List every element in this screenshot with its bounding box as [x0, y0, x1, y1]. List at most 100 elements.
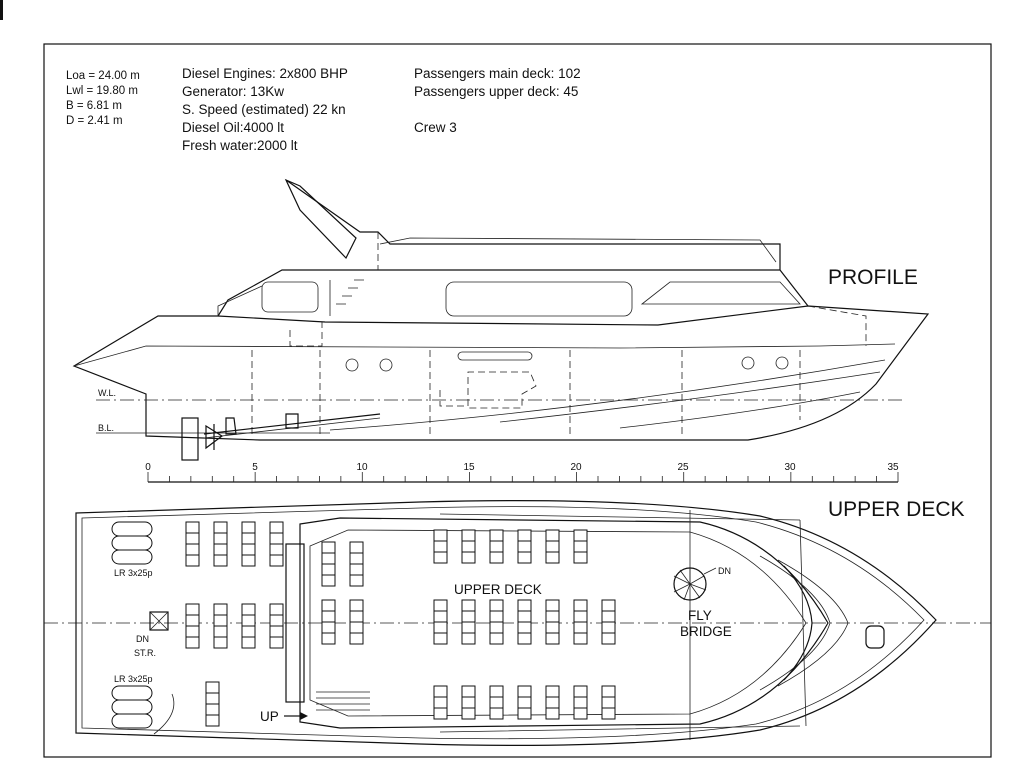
- seat: [213, 625, 228, 638]
- specs-block: Loa = 24.00 m Lwl = 19.80 m B = 6.81 m D…: [66, 66, 581, 153]
- seat: [349, 552, 364, 565]
- seat: [433, 696, 448, 709]
- spec-crew: Crew 3: [414, 120, 457, 135]
- seat: [185, 603, 200, 616]
- seat: [269, 521, 284, 534]
- porthole: [345, 358, 359, 372]
- seat: [241, 603, 256, 616]
- seat: [269, 636, 284, 649]
- seat: [573, 599, 588, 612]
- seat: [489, 599, 504, 612]
- seat: [321, 552, 336, 565]
- liferaft-top-label: LR 3x25p: [114, 568, 153, 578]
- seat: [349, 610, 364, 623]
- scale-labels: 0 5 10 15 20 25 30 35: [145, 462, 899, 473]
- seat: [241, 543, 256, 556]
- spec-depth: D = 2.41 m: [66, 115, 123, 127]
- fly-bridge-label-2: BRIDGE: [680, 624, 732, 639]
- spec-fresh-water: Fresh water:2000 lt: [182, 138, 298, 153]
- rudder: [181, 417, 199, 461]
- spec-passengers-upper: Passengers upper deck: 45: [414, 84, 578, 99]
- seat: [269, 614, 284, 627]
- spec-speed: S. Speed (estimated) 22 kn: [182, 102, 346, 117]
- seat: [545, 540, 560, 553]
- seat: [185, 614, 200, 627]
- seat: [601, 685, 616, 698]
- seat: [349, 621, 364, 634]
- chine-line-2: [499, 371, 881, 423]
- spec-loa: Loa = 24.00 m: [66, 70, 140, 82]
- seat: [489, 707, 504, 720]
- seat: [349, 599, 364, 612]
- stair-well: [285, 543, 305, 703]
- seat: [433, 529, 448, 542]
- scale-label: 5: [252, 462, 258, 473]
- liferaft-top: [111, 521, 153, 565]
- upper-deck-title: UPPER DECK: [828, 498, 965, 521]
- up-arrow-head: [300, 712, 308, 720]
- seat: [517, 707, 532, 720]
- seat: [185, 532, 200, 545]
- seat: [461, 632, 476, 645]
- seat: [213, 614, 228, 627]
- seat: [489, 551, 504, 564]
- hull-plating-lines: [439, 510, 807, 740]
- seat: [461, 599, 476, 612]
- seat: [205, 681, 220, 694]
- seat: [269, 625, 284, 638]
- scale-ticks: [147, 472, 899, 482]
- scale-bar: 0 5 10 15 20 25 30 35: [145, 462, 899, 483]
- fly-bridge-label-1: FLY: [688, 608, 712, 623]
- seat: [573, 610, 588, 623]
- scale-label: 20: [570, 462, 582, 473]
- shaft-bracket: [225, 413, 299, 435]
- seat: [433, 632, 448, 645]
- seat: [489, 540, 504, 553]
- drawing-border: [43, 43, 992, 758]
- seat: [545, 632, 560, 645]
- seat: [601, 621, 616, 634]
- seat: [241, 521, 256, 534]
- hull-vent: [457, 351, 533, 361]
- spec-generator: Generator: 13Kw: [182, 84, 284, 99]
- seat: [573, 696, 588, 709]
- seat: [433, 551, 448, 564]
- seat: [517, 540, 532, 553]
- seat: [545, 696, 560, 709]
- seat: [269, 554, 284, 567]
- liferaft-bottom: [111, 685, 153, 729]
- corner-mark: [0, 0, 3, 20]
- aft-stair-hatch: [149, 611, 169, 631]
- flybridge-hardtop: [285, 179, 781, 270]
- seat: [241, 636, 256, 649]
- seat: [185, 636, 200, 649]
- cabin-outline: [217, 269, 809, 317]
- spiral-stair-dn-label: DN: [718, 566, 731, 576]
- seat: [545, 551, 560, 564]
- seat: [461, 529, 476, 542]
- seat: [321, 610, 336, 623]
- bow-curves: [759, 555, 849, 691]
- porthole: [379, 358, 393, 372]
- seat: [205, 692, 220, 705]
- seat: [573, 529, 588, 542]
- seat: [461, 540, 476, 553]
- seat: [517, 610, 532, 623]
- seat: [269, 532, 284, 545]
- seat: [489, 621, 504, 634]
- scale-label: 35: [887, 462, 899, 473]
- seat: [269, 543, 284, 556]
- seat: [321, 599, 336, 612]
- seat: [321, 632, 336, 645]
- bow-hatch: [865, 625, 885, 649]
- sheer-line: [73, 343, 896, 367]
- porthole: [741, 356, 755, 370]
- propeller-shaft: [203, 413, 381, 435]
- chine-line-3: [619, 391, 861, 429]
- seat: [205, 703, 220, 716]
- seat: [601, 632, 616, 645]
- spec-diesel-oil: Diesel Oil:4000 lt: [182, 120, 284, 135]
- seat: [213, 532, 228, 545]
- seat: [205, 714, 220, 727]
